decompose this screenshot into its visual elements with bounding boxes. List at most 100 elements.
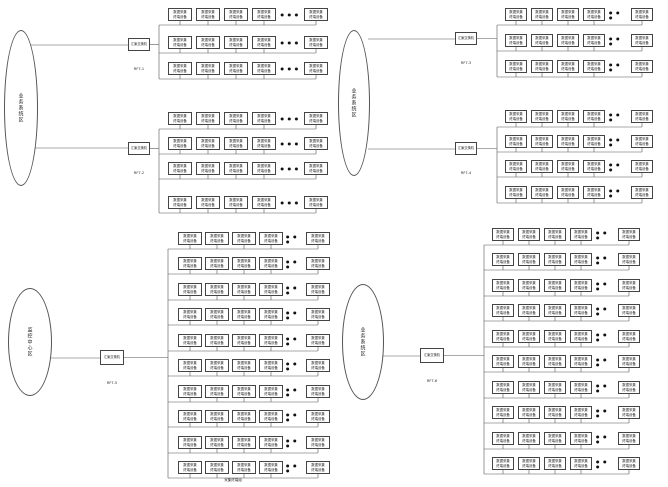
device-label-line1: 数据采集	[622, 255, 636, 260]
device-label-line1: 数据采集	[229, 164, 243, 169]
ellipsis-dots-text: ● ● ●	[596, 433, 608, 444]
device-label-line1: 数据采集	[522, 357, 536, 362]
device-label-line1: 数据采集	[264, 285, 278, 290]
device-label-line1: 数据采集	[522, 332, 536, 337]
device-label-line1: 数据采集	[522, 459, 536, 464]
device-label-line1: 数据采集	[237, 285, 251, 290]
ellipsis-dots: ● ● ●	[286, 232, 302, 245]
ellipsis-dots-text: ● ● ●	[280, 12, 300, 17]
device-label-line1: 数据采集	[496, 230, 510, 235]
device-box: 数据采集终端设备	[531, 160, 553, 173]
device-box: 数据采集终端设备	[232, 410, 256, 423]
device-label-line2: 终端设备	[237, 263, 251, 268]
device-box: 数据采集终端设备	[205, 461, 229, 474]
device-box: 数据采集终端设备	[178, 436, 202, 449]
ellipsis-dots: ● ● ●	[286, 410, 302, 423]
device-label-line1: 数据采集	[574, 281, 588, 286]
device-label-line1: 数据采集	[183, 438, 197, 443]
device-label-line1: 数据采集	[237, 387, 251, 392]
device-box: 数据采集终端设备	[492, 279, 514, 292]
device-box-last: 数据采集终端设备	[304, 36, 328, 49]
ellipsis-dots: ● ● ●	[280, 36, 300, 49]
device-box: 数据采集终端设备	[557, 34, 579, 47]
device-label-line1: 数据采集	[509, 188, 523, 193]
device-label-line2: 终端设备	[210, 442, 224, 447]
device-box: 数据采集终端设备	[178, 461, 202, 474]
device-label-line2: 终端设备	[522, 361, 536, 366]
device-label-line2: 终端设备	[264, 416, 278, 421]
device-box: 数据采集终端设备	[492, 330, 514, 343]
device-box: 数据采集终端设备	[232, 334, 256, 347]
hub-caption: RF7-1	[121, 67, 157, 73]
device-label-line2: 终端设备	[587, 66, 601, 71]
device-box: 数据采集终端设备	[205, 308, 229, 321]
hub-label: 汇聚交换机	[424, 352, 440, 357]
device-label-line1: 数据采集	[509, 62, 523, 67]
device-label-line2: 终端设备	[201, 14, 215, 19]
device-label-line2: 终端设备	[183, 238, 197, 243]
device-label-line2: 终端设备	[622, 387, 636, 392]
device-label-line1: 数据采集	[311, 387, 325, 392]
device-box: 数据采集终端设备	[168, 112, 192, 125]
device-label-line1: 数据采集	[237, 259, 251, 264]
device-box: 数据采集终端设备	[259, 461, 283, 474]
hub-box: 汇聚交换机	[128, 142, 150, 155]
device-label-line1: 数据采集	[548, 281, 562, 286]
device-label-line2: 终端设备	[311, 289, 325, 294]
device-box: 数据采集终端设备	[178, 283, 202, 296]
device-label-line2: 终端设备	[561, 66, 575, 71]
device-label-line1: 数据采集	[201, 38, 215, 43]
device-box: 数据采集终端设备	[205, 436, 229, 449]
device-label-line2: 终端设备	[309, 202, 323, 207]
device-label-line1: 数据采集	[201, 139, 215, 144]
device-box-last: 数据采集终端设备	[304, 112, 328, 125]
hub-label: 汇聚交换机	[458, 145, 474, 150]
device-label-line2: 终端设备	[548, 310, 562, 315]
device-label-line2: 终端设备	[309, 118, 323, 123]
device-label-line2: 终端设备	[210, 289, 224, 294]
hub-caption-text: RF7-1	[133, 67, 145, 71]
hub-caption-text: RF7-2	[133, 171, 145, 175]
device-label-line2: 终端设备	[574, 463, 588, 468]
device-label-line2: 终端设备	[535, 116, 549, 121]
device-label-line2: 终端设备	[622, 234, 636, 239]
device-label-line2: 终端设备	[561, 14, 575, 19]
device-label-line1: 数据采集	[229, 64, 243, 69]
device-box: 数据采集终端设备	[531, 135, 553, 148]
device-label-line1: 数据采集	[635, 137, 649, 142]
device-label-line2: 终端设备	[257, 202, 271, 207]
device-label-line2: 终端设备	[201, 143, 215, 148]
device-label-line1: 数据采集	[548, 230, 562, 235]
device-label-line2: 终端设备	[587, 14, 601, 19]
device-box: 数据采集终端设备	[492, 432, 514, 445]
device-box: 数据采集终端设备	[252, 62, 276, 75]
device-box: 数据采集终端设备	[531, 110, 553, 123]
device-label-line1: 数据采集	[561, 10, 575, 15]
device-box: 数据采集终端设备	[259, 359, 283, 372]
ellipsis-dots: ● ● ●	[596, 457, 614, 470]
device-label-line1: 数据采集	[183, 285, 197, 290]
device-box: 数据采集终端设备	[570, 279, 592, 292]
device-box: 数据采集终端设备	[570, 253, 592, 266]
device-label-line2: 终端设备	[311, 442, 325, 447]
device-box-last: 数据采集终端设备	[304, 196, 328, 209]
device-label-line2: 终端设备	[311, 365, 325, 370]
device-label-line2: 终端设备	[237, 238, 251, 243]
device-label-line1: 数据采集	[561, 112, 575, 117]
device-label-line2: 终端设备	[229, 118, 243, 123]
device-label-line2: 终端设备	[173, 202, 187, 207]
device-box: 数据采集终端设备	[252, 162, 276, 175]
ellipsis-dots-text: ● ● ●	[280, 66, 300, 71]
device-box: 数据采集终端设备	[544, 279, 566, 292]
device-label-line1: 数据采集	[309, 64, 323, 69]
device-box: 数据采集终端设备	[570, 228, 592, 241]
device-box: 数据采集终端设备	[518, 406, 540, 419]
device-label-line1: 数据采集	[311, 361, 325, 366]
device-label-line1: 数据采集	[535, 137, 549, 142]
device-box: 数据采集终端设备	[570, 304, 592, 317]
device-label-line1: 数据采集	[210, 285, 224, 290]
device-box: 数据采集终端设备	[557, 60, 579, 73]
device-label-line1: 数据采集	[496, 281, 510, 286]
device-label-line2: 终端设备	[548, 463, 562, 468]
device-label-line2: 终端设备	[496, 310, 510, 315]
